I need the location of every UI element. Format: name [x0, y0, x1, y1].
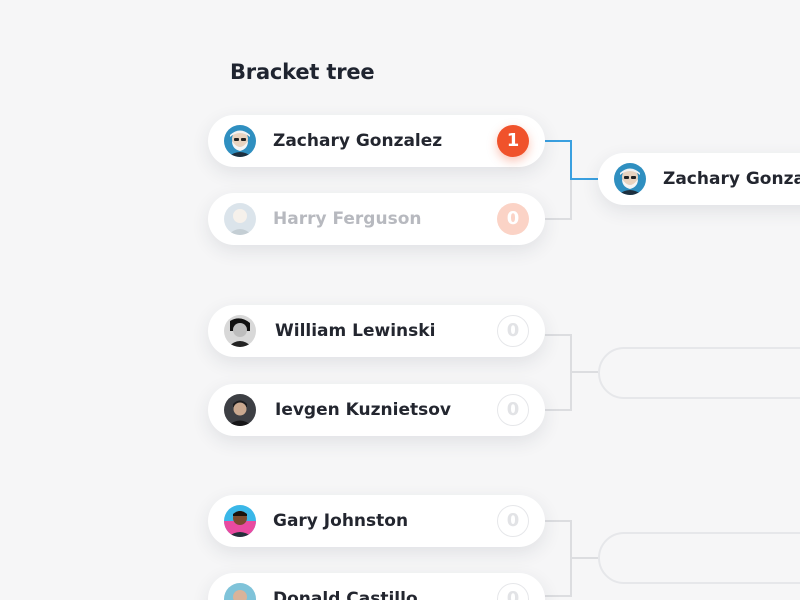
- connector-match-1-loser: [545, 142, 572, 220]
- avatar-man-blue-icon: [224, 583, 256, 600]
- player-card-gary-johnston[interactable]: Gary Johnston 0: [208, 495, 545, 547]
- player-name: Gary Johnston: [273, 511, 409, 531]
- player-card-william-lewinski[interactable]: William Lewinski 0: [208, 305, 545, 357]
- player-card-harry-ferguson[interactable]: Harry Ferguson 0: [208, 193, 545, 245]
- connector-match-1-winner: [545, 140, 598, 180]
- avatar-man-dark-icon: [224, 394, 256, 426]
- score-badge[interactable]: 1: [497, 125, 529, 157]
- player-name: Zachary Gonzale: [663, 169, 800, 189]
- player-card-ievgen-kuznietsov[interactable]: Ievgen Kuznietsov 0: [208, 384, 545, 436]
- round-2-slot-3[interactable]: [598, 532, 800, 584]
- avatar-man-colorful-icon: [224, 505, 256, 537]
- page-title: Bracket tree: [230, 60, 375, 84]
- avatar-bearded-man-hat-icon: [614, 163, 646, 195]
- avatar-man-bw-icon: [224, 315, 256, 347]
- avatar-man-light-icon: [224, 203, 256, 235]
- connector-match-3: [545, 520, 598, 597]
- player-name: Ievgen Kuznietsov: [275, 400, 451, 420]
- score-badge[interactable]: 0: [497, 315, 529, 347]
- score-badge[interactable]: 0: [497, 505, 529, 537]
- round-2-slot-1[interactable]: Zachary Gonzale: [598, 153, 800, 205]
- round-2-slot-2[interactable]: [598, 347, 800, 399]
- player-name: Harry Ferguson: [273, 209, 422, 229]
- player-card-donald-castillo[interactable]: Donald Castillo 0: [208, 573, 545, 600]
- score-badge[interactable]: 0: [497, 203, 529, 235]
- connector-match-2: [545, 334, 598, 411]
- avatar-bearded-man-hat-icon: [224, 125, 256, 157]
- player-card-zachary-gonzalez[interactable]: Zachary Gonzalez 1: [208, 115, 545, 167]
- score-badge[interactable]: 0: [497, 583, 529, 600]
- score-badge[interactable]: 0: [497, 394, 529, 426]
- player-name: William Lewinski: [275, 321, 436, 341]
- player-name: Zachary Gonzalez: [273, 131, 443, 151]
- player-name: Donald Castillo: [273, 589, 418, 600]
